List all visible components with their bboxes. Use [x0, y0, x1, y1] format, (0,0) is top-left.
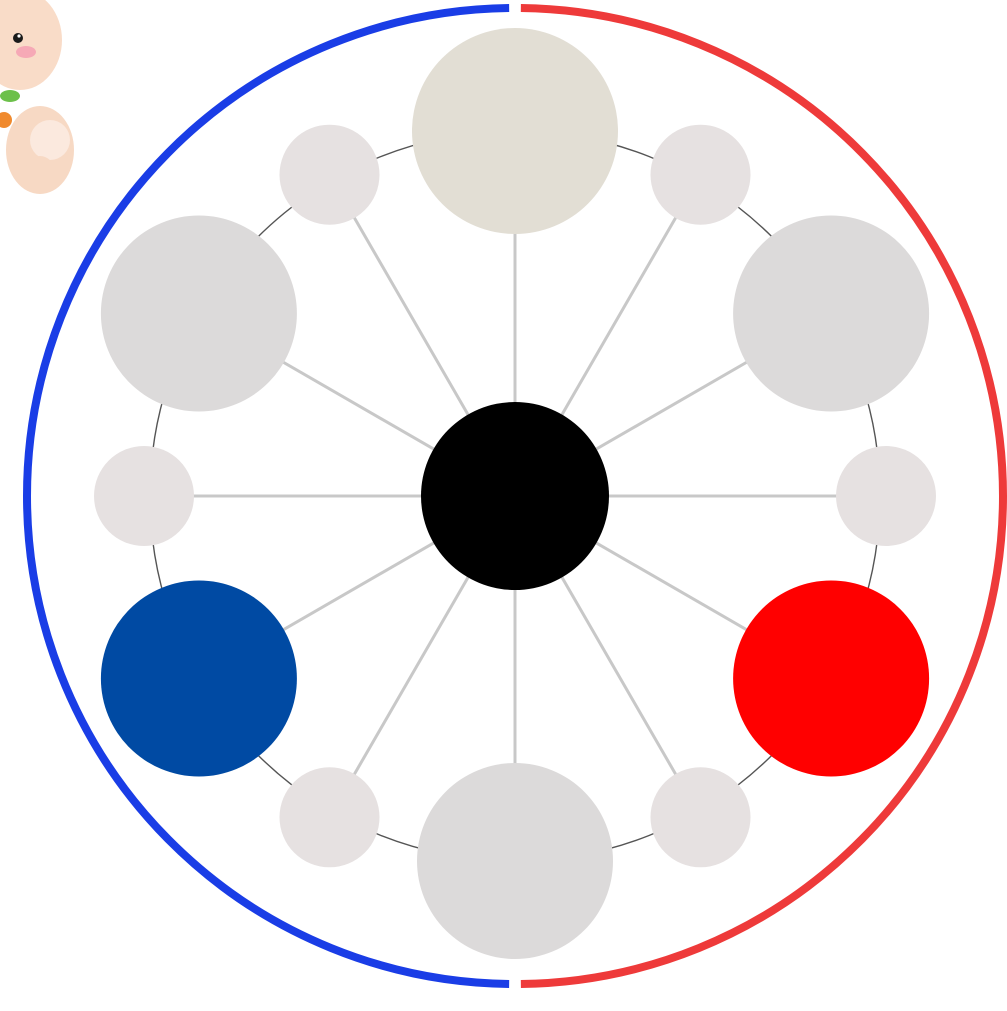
- node-bottom-left-small: [280, 767, 380, 867]
- node-lower-right: [733, 581, 929, 777]
- node-bottom-right-small: [651, 767, 751, 867]
- node-top-right-small: [651, 125, 751, 225]
- node-top-left-small: [280, 125, 380, 225]
- baby-mascot-icon: [0, 0, 74, 194]
- node-bottom: [417, 763, 613, 959]
- node-right-small: [836, 446, 936, 546]
- node-lower-left: [101, 581, 297, 777]
- node-top: [412, 28, 618, 234]
- center-node: [421, 402, 609, 590]
- node-upper-left: [101, 216, 297, 412]
- node-upper-right: [733, 216, 929, 412]
- node-left-small: [94, 446, 194, 546]
- center-node-circle: [421, 402, 609, 590]
